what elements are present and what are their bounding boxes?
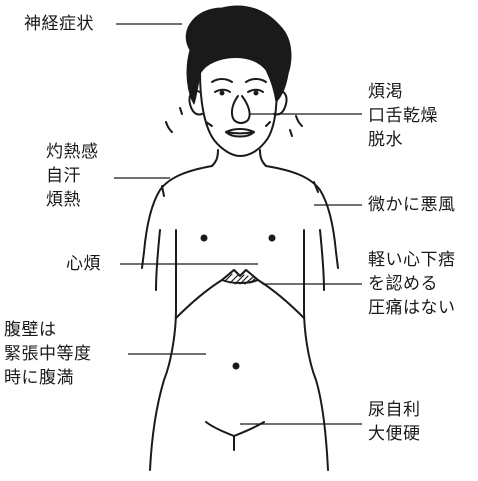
right-nipple — [270, 236, 275, 241]
label-sweat-line-1: 灼熱感 — [46, 140, 99, 164]
label-sweat-line-3: 煩熱 — [46, 188, 99, 212]
nose — [232, 96, 250, 123]
label-sweat-line-2: 自汗 — [46, 164, 99, 188]
right-pupil — [255, 92, 258, 95]
cheek-mark-right — [266, 122, 270, 126]
sweat-mark-5 — [162, 186, 164, 196]
label-neuro: 神経症状 — [24, 12, 94, 36]
label-restless: 心煩 — [66, 252, 101, 276]
label-epigastric-line-2: を認める — [368, 272, 456, 296]
label-chill: 微かに悪風 — [368, 193, 456, 217]
label-sweat: 灼熱感 自汗 煩熱 — [46, 140, 99, 212]
label-abdomen-line-3: 時に腹満 — [4, 366, 92, 390]
label-thirst: 煩渇 口舌乾燥 脱水 — [368, 80, 438, 152]
right-shoulder-arm — [266, 166, 338, 268]
sweat-mark-2 — [180, 108, 182, 114]
label-urine: 尿自利 大便硬 — [368, 398, 421, 446]
right-eyebrow — [246, 79, 266, 82]
hair — [186, 6, 291, 104]
label-thirst-line-2: 口舌乾燥 — [368, 104, 438, 128]
label-urine-line-2: 大便硬 — [368, 422, 421, 446]
label-epigastric-line-3: 圧痛はない — [368, 296, 456, 320]
label-urine-line-1: 尿自利 — [368, 398, 421, 422]
label-thirst-line-1: 煩渇 — [368, 80, 438, 104]
label-restless-line-1: 心煩 — [66, 252, 101, 276]
label-abdomen-line-2: 緊張中等度 — [4, 342, 92, 366]
left-pupil — [221, 92, 224, 95]
label-thirst-line-3: 脱水 — [368, 128, 438, 152]
torso-right — [304, 230, 328, 470]
mouth-line — [226, 132, 254, 134]
label-epigastric-line-1: 軽い心下痞 — [368, 248, 456, 272]
right-inner-arm — [320, 230, 324, 290]
navel — [234, 364, 239, 369]
label-abdomen-line-1: 腹壁は — [4, 318, 92, 342]
label-epigastric: 軽い心下痞 を認める 圧痛はない — [368, 248, 456, 320]
left-eyebrow — [212, 79, 232, 82]
label-chill-line-1: 微かに悪風 — [368, 193, 456, 217]
neck-left — [212, 150, 218, 166]
label-neuro-line-1: 神経症状 — [24, 12, 94, 36]
label-abdomen: 腹壁は 緊張中等度 時に腹満 — [4, 318, 92, 390]
sweat-mark-1 — [166, 122, 172, 132]
sweat-mark-4 — [290, 130, 292, 136]
left-inner-arm — [156, 230, 160, 290]
neck-right — [260, 150, 266, 166]
sweat-mark-3 — [296, 116, 302, 126]
torso-left — [150, 230, 176, 470]
left-nipple — [202, 236, 207, 241]
